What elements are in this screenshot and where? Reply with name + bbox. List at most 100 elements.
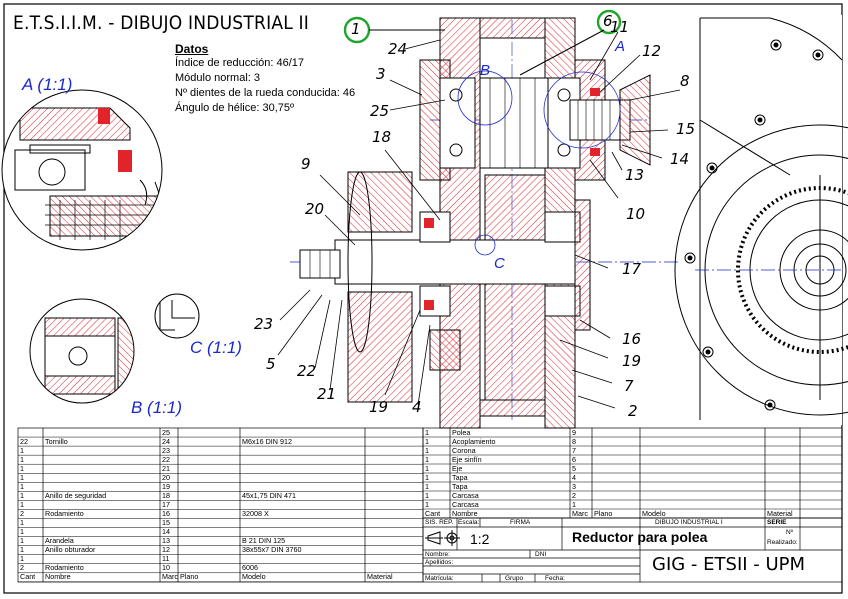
bom-cell: 2 — [572, 490, 576, 500]
part-callout-12: 12 — [642, 42, 662, 60]
tb-serie-no: Nº — [786, 529, 794, 536]
bom-cell: 38x55x7 DIN 3760 — [242, 545, 302, 555]
bom-cell: 9 — [572, 427, 576, 437]
tb-drawing-title: Reductor para polea — [572, 529, 708, 545]
bom-header-cell: Marc — [162, 572, 178, 582]
bom-cell: Anillo de seguridad — [45, 490, 107, 500]
tb-fecha: Fecha: — [545, 575, 565, 582]
detail-a-label: A (1:1) — [22, 75, 73, 94]
bom-cell: Acoplamiento — [452, 436, 496, 446]
bom-cell: 1 — [425, 499, 429, 509]
bom-cell: 25 — [162, 427, 170, 437]
zone-c-label: C — [494, 255, 505, 272]
part-callout-11: 11 — [610, 18, 630, 36]
bom-cell: 45x1,75 DIN 471 — [242, 490, 296, 500]
bom-cell: 1 — [425, 427, 429, 437]
tb-escala-label: Escala: — [458, 519, 480, 526]
part-callout-9: 9 — [301, 155, 311, 173]
bom-cell: Rodamiento — [45, 508, 84, 518]
bom-cell: Eje — [452, 463, 463, 473]
part-callout-14: 14 — [670, 150, 690, 168]
end-view — [674, 15, 848, 425]
bom-cell: Tornillo — [45, 436, 68, 446]
tb-nombre: Nombre: — [425, 551, 450, 558]
detail-a-view — [1, 89, 163, 251]
detail-b-label: B (1:1) — [131, 398, 183, 417]
bom-cell: 2 — [20, 508, 24, 518]
part-callout-17: 17 — [622, 260, 642, 278]
bom-cell: 5 — [572, 463, 576, 473]
bom-cell: 1 — [20, 481, 24, 491]
part-callout-13: 13 — [625, 166, 645, 184]
bom-cell: 17 — [162, 499, 170, 509]
bom-cell: Tapa — [452, 472, 468, 482]
projection-symbol — [425, 530, 460, 546]
bom-cell: 1 — [20, 454, 24, 464]
bom-left-rows — [18, 436, 423, 583]
part-callout-22: 22 — [297, 362, 317, 380]
zone-b-label: B — [480, 62, 491, 79]
bom-cell: 1 — [572, 499, 576, 509]
bom-cell: 23 — [162, 445, 170, 455]
tb-grupo: Grupo — [505, 575, 524, 582]
bom-cell: 14 — [162, 527, 170, 537]
tb-matricula: Matrícula: — [425, 575, 454, 582]
detail-b-view — [29, 298, 135, 404]
bom-cell: 13 — [162, 536, 170, 546]
bom-cell: 21 — [162, 463, 170, 473]
part-callout-16: 16 — [622, 330, 642, 348]
part-callout-4: 4 — [412, 398, 422, 416]
leader-lines — [277, 31, 681, 409]
bom-cell: 8 — [572, 436, 576, 446]
part-callout-18: 18 — [372, 128, 392, 146]
bom-cell: 1 — [20, 463, 24, 473]
balloon-1-label: 1 — [351, 20, 361, 38]
tb-dni: DNI — [535, 551, 547, 558]
part-callout-5: 5 — [266, 355, 276, 373]
datos-heading: Datos — [175, 42, 209, 56]
tb-realizado: Realizado: — [767, 539, 798, 546]
balloon-6-label: 6 — [603, 12, 613, 30]
part-callout-3: 3 — [376, 65, 386, 83]
bom-cell: 1 — [425, 445, 429, 455]
part-callout-24: 24 — [388, 40, 408, 58]
bom-cell: 1 — [425, 472, 429, 482]
bom-cell: 24 — [162, 436, 170, 446]
bom-cell: 1 — [20, 527, 24, 537]
bom-cell: 1 — [20, 490, 24, 500]
part-callout-19: 19 — [622, 352, 642, 370]
part-callout-10: 10 — [626, 205, 646, 223]
bom-cell: Carcasa — [452, 490, 479, 500]
bom-cell: 4 — [572, 472, 576, 482]
bom-header-cell: Nombre — [45, 572, 71, 582]
bom-cell: Carcasa — [452, 499, 479, 509]
bom-header-cell: Plano — [180, 572, 199, 582]
part-callout-25: 25 — [370, 102, 390, 120]
bom-cell: 16 — [162, 508, 170, 518]
bom-cell: 18 — [162, 490, 170, 500]
bom-cell: 1 — [20, 499, 24, 509]
bom-cell: 12 — [162, 545, 170, 555]
part-callout-15: 15 — [676, 120, 696, 138]
bom-cell: M6x16 DIN 912 — [242, 436, 292, 446]
part-callout-19: 19 — [369, 398, 389, 416]
bom-cell: Rodamiento — [45, 563, 84, 573]
bom-cell: Anillo obturador — [45, 545, 96, 555]
bom-header-cell: Cant — [20, 572, 36, 582]
bom-cell: 22 — [162, 454, 170, 464]
bom-cell: 15 — [162, 518, 170, 527]
tb-dibujo: DIBUJO INDUSTRIAL I — [655, 519, 723, 526]
main-section-view — [290, 9, 680, 429]
bom-cell: 1 — [425, 481, 429, 491]
bom-cell: 6006 — [242, 563, 258, 573]
bom-cell: 1 — [20, 472, 24, 482]
bom-cell: 6 — [572, 454, 576, 464]
bom-cell: 1 — [20, 545, 24, 555]
bom-header-cell: Material — [767, 508, 793, 518]
bom-cell: 1 — [425, 436, 429, 446]
bom-cell: Corona — [452, 445, 476, 455]
bom-header-cell: Modelo — [642, 508, 666, 518]
datos-line-teeth: Nº dientes de la rueda conducida: 46 — [175, 87, 356, 99]
bom-header-cell: Modelo — [242, 572, 266, 582]
